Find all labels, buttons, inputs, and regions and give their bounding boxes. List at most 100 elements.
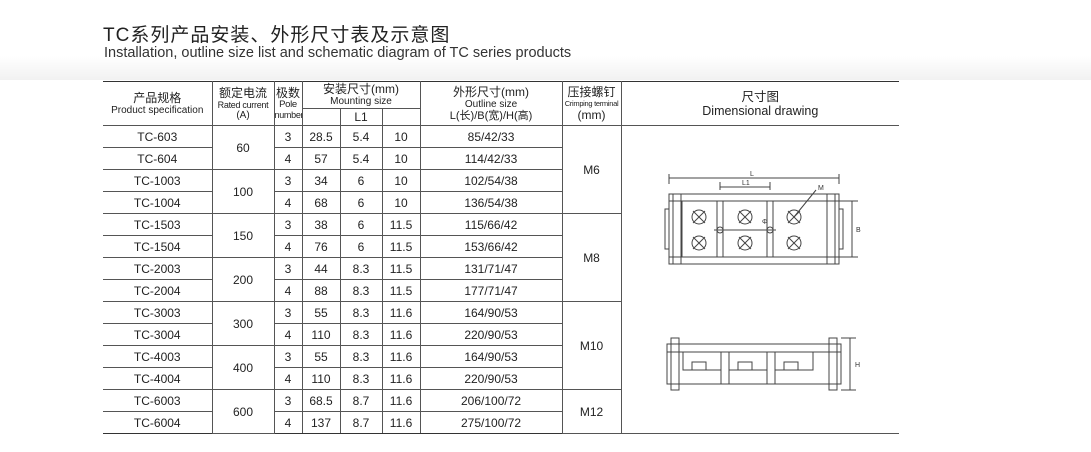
cell-pole: 3 <box>273 389 303 412</box>
cell-spec: TC-2003 <box>103 257 213 280</box>
screw-slot <box>787 236 800 250</box>
top-view-end-left <box>672 193 682 265</box>
cell-mount-1: 28.5 <box>301 125 341 148</box>
cell-mount-1: 57 <box>301 147 341 170</box>
cell-size: 153/66/42 <box>419 235 563 258</box>
side-view-slot <box>783 361 799 371</box>
cell-mount-3: 11.5 <box>381 213 421 236</box>
cell-pole: 3 <box>273 301 303 324</box>
spec-table: 产品规格 Product specification 额定电流 Rated cu… <box>103 81 900 434</box>
cell-mount-3: 11.6 <box>381 411 421 434</box>
cell-size: 136/54/38 <box>419 191 563 214</box>
cell-mount-3: 11.6 <box>381 323 421 346</box>
cell-mount-l1: 5.4 <box>339 147 383 170</box>
cell-mount-3: 10 <box>381 147 421 170</box>
table-row: TC-2004 4 88 8.3 11.5 177/71/47 <box>103 279 899 302</box>
cell-pole: 4 <box>273 367 303 390</box>
terminal-cell <box>722 200 768 258</box>
cell-spec: TC-1504 <box>103 235 213 258</box>
screw-icon <box>786 209 802 225</box>
cell-mount-3: 11.6 <box>381 367 421 390</box>
table-row: TC-1003 100 3 34 6 10 102/54/38 <box>103 169 899 214</box>
cell-mount-l1: 6 <box>339 213 383 236</box>
cell-mount-l1: 8.3 <box>339 345 383 368</box>
header-spec: 产品规格 Product specification <box>103 81 213 126</box>
table-row: TC-603 60 3 28.5 5.4 10 85/42/33 M6 <box>103 125 900 434</box>
header-mount-blank-1 <box>302 108 341 126</box>
dimensional-drawing: L L1 M Φ B H <box>664 171 861 391</box>
cell-spec: TC-603 <box>103 125 213 148</box>
side-view-slot <box>737 361 753 371</box>
header-drawing: 尺寸图 Dimensional drawing <box>620 81 900 126</box>
cell-spec: TC-2004 <box>103 279 213 302</box>
screw-icon <box>691 209 707 225</box>
header-band <box>0 0 1091 80</box>
cell-mount-1: 110 <box>301 323 341 346</box>
cell-mount-3: 11.5 <box>381 235 421 258</box>
cell-current: 400 <box>211 345 275 390</box>
cell-current: 60 <box>211 125 275 170</box>
cell-mount-1: 68.5 <box>301 389 341 412</box>
label-L1: L1 <box>742 180 750 187</box>
screw-icon <box>786 235 802 251</box>
cell-mount-1: 44 <box>301 257 341 280</box>
cell-size: 164/90/53 <box>419 345 563 368</box>
cell-mount-1: 88 <box>301 279 341 302</box>
cell-mount-l1: 6 <box>339 235 383 258</box>
table-row: TC-4003 400 3 55 8.3 11.6 164/90/53 <box>103 345 899 390</box>
side-view-end-right <box>828 337 838 391</box>
table-row: TC-1004 4 68 6 10 136/54/38 <box>103 191 899 214</box>
cell-mount-3: 11.6 <box>381 301 421 324</box>
cell-mount-1: 55 <box>301 345 341 368</box>
screw-slot <box>738 236 751 250</box>
side-view-cell <box>774 351 814 371</box>
cell-mount-l1: 8.3 <box>339 257 383 280</box>
top-view-tab <box>664 208 670 250</box>
cell-pole: 4 <box>273 191 303 214</box>
cell-mount-l1: 5.4 <box>339 125 383 148</box>
top-view-tab <box>838 208 844 250</box>
label-L: L <box>750 171 754 178</box>
cell-size: 220/90/53 <box>419 323 563 346</box>
table-row: TC-2003 200 3 44 8.3 11.5 131/71/47 <box>103 257 899 302</box>
cell-pole: 3 <box>273 125 303 148</box>
cell-mount-3: 11.6 <box>381 345 421 368</box>
cell-pole: 3 <box>273 345 303 368</box>
side-view-end-left <box>670 337 680 391</box>
screw-icon <box>737 235 753 251</box>
header-mount-l1: L1 <box>339 108 383 126</box>
header-pole: 极数 Pole number <box>273 81 303 126</box>
screw-slot <box>692 236 705 250</box>
screw-slot <box>738 210 751 224</box>
terminal-cell <box>681 200 718 258</box>
cell-pole: 3 <box>273 213 303 236</box>
cell-spec: TC-6004 <box>103 411 213 434</box>
cell-mount-l1: 8.3 <box>339 367 383 390</box>
label-phi: Φ <box>762 219 768 226</box>
label-B: B <box>856 227 861 234</box>
side-view-body <box>666 343 842 385</box>
cell-mount-3: 10 <box>381 169 421 192</box>
cell-size: 220/90/53 <box>419 367 563 390</box>
top-view-end-right <box>826 193 836 265</box>
cell-mount-1: 110 <box>301 367 341 390</box>
cell-pole: 4 <box>273 411 303 434</box>
cell-mount-l1: 6 <box>339 191 383 214</box>
cell-mount-l1: 8.3 <box>339 301 383 324</box>
cell-mount-1: 34 <box>301 169 341 192</box>
cell-current: 200 <box>211 257 275 302</box>
table-row: TC-6003 600 3 68.5 8.7 11.6 206/100/72 M… <box>103 389 899 434</box>
cell-size: 206/100/72 <box>419 389 563 412</box>
top-view-body <box>668 193 840 265</box>
cell-mount-l1: 8.3 <box>339 323 383 346</box>
cell-spec: TC-6003 <box>103 389 213 412</box>
cell-pole: 4 <box>273 323 303 346</box>
cell-current: 100 <box>211 169 275 214</box>
cell-size: 85/42/33 <box>419 125 563 148</box>
table-row: TC-3003 300 3 55 8.3 11.6 164/90/53 M10 <box>103 301 899 390</box>
cell-screw: M12 <box>561 389 622 434</box>
table-row: TC-1504 4 76 6 11.5 153/66/42 <box>103 235 899 258</box>
cell-pole: 4 <box>273 235 303 258</box>
cell-size: 275/100/72 <box>419 411 563 434</box>
screw-slot <box>692 210 705 224</box>
